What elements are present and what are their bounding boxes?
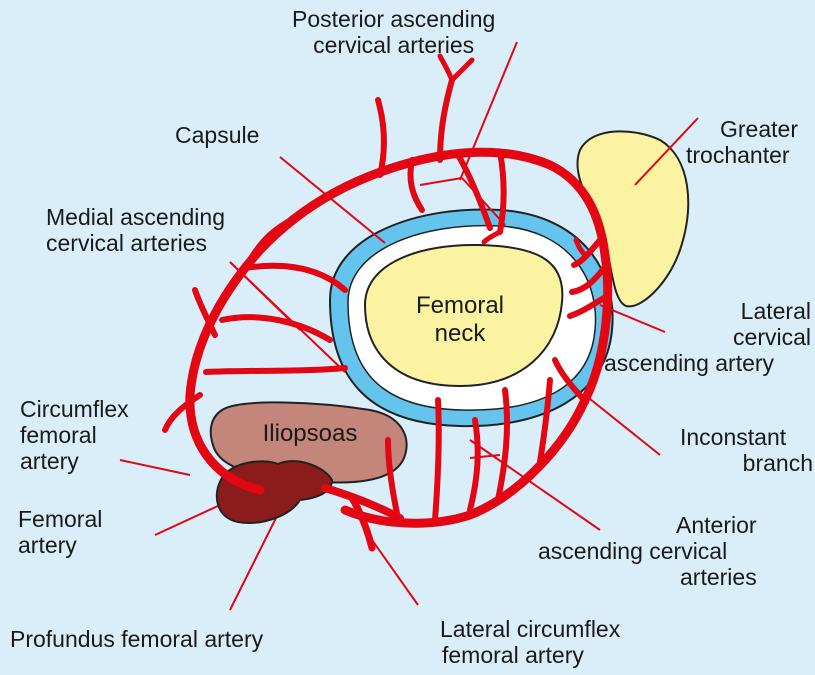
label-line: Femoral xyxy=(400,292,520,320)
label-line: femoral artery xyxy=(440,642,620,668)
label-line: artery xyxy=(20,448,129,474)
label-line: Circumflex xyxy=(20,396,129,422)
label-line: neck xyxy=(400,320,520,348)
label-line: ascending cervical xyxy=(538,538,788,564)
label-line: Lateral xyxy=(604,298,815,324)
label-lateral-cervical-ascending-artery: Lateral cervical ascending artery xyxy=(604,298,815,376)
label-femoral-artery: Femoral artery xyxy=(18,506,102,558)
label-profundus-femoral-artery: Profundus femoral artery xyxy=(10,626,263,652)
label-line: Lateral circumflex xyxy=(440,616,620,642)
label-line: cervical arteries xyxy=(292,32,495,58)
label-line: Inconstant xyxy=(680,424,815,450)
label-line: Medial ascending xyxy=(46,204,225,230)
label-capsule: Capsule xyxy=(175,122,259,148)
label-line: Posterior ascending xyxy=(292,6,495,32)
label-line: femoral xyxy=(20,422,129,448)
label-line: trochanter xyxy=(686,142,815,168)
label-inconstant-branch: Inconstant branch xyxy=(680,424,815,476)
label-anterior-ascending-cervical-arteries: Anterior ascending cervical arteries xyxy=(538,512,788,590)
label-line: artery xyxy=(18,532,102,558)
label-medial-ascending-cervical-arteries: Medial ascending cervical arteries xyxy=(46,204,225,256)
label-posterior-ascending-cervical-arteries: Posterior ascending cervical arteries xyxy=(292,6,495,58)
label-line: Femoral xyxy=(18,506,102,532)
label-iliopsoas: Iliopsoas xyxy=(240,420,380,448)
label-greater-trochanter: Greater trochanter xyxy=(686,116,815,168)
label-circumflex-femoral-artery: Circumflex femoral artery xyxy=(20,396,129,474)
label-line: cervical xyxy=(604,324,815,350)
label-line: cervical arteries xyxy=(46,230,225,256)
label-line: branch xyxy=(680,450,815,476)
label-line: Greater xyxy=(686,116,815,142)
label-femoral-neck: Femoral neck xyxy=(400,292,520,348)
label-line: ascending artery xyxy=(604,350,815,376)
femoral-artery-shape xyxy=(217,461,332,523)
label-lateral-circumflex-femoral-artery: Lateral circumflex femoral artery xyxy=(440,616,620,668)
label-line: arteries xyxy=(538,564,788,590)
label-line: Anterior xyxy=(538,512,788,538)
